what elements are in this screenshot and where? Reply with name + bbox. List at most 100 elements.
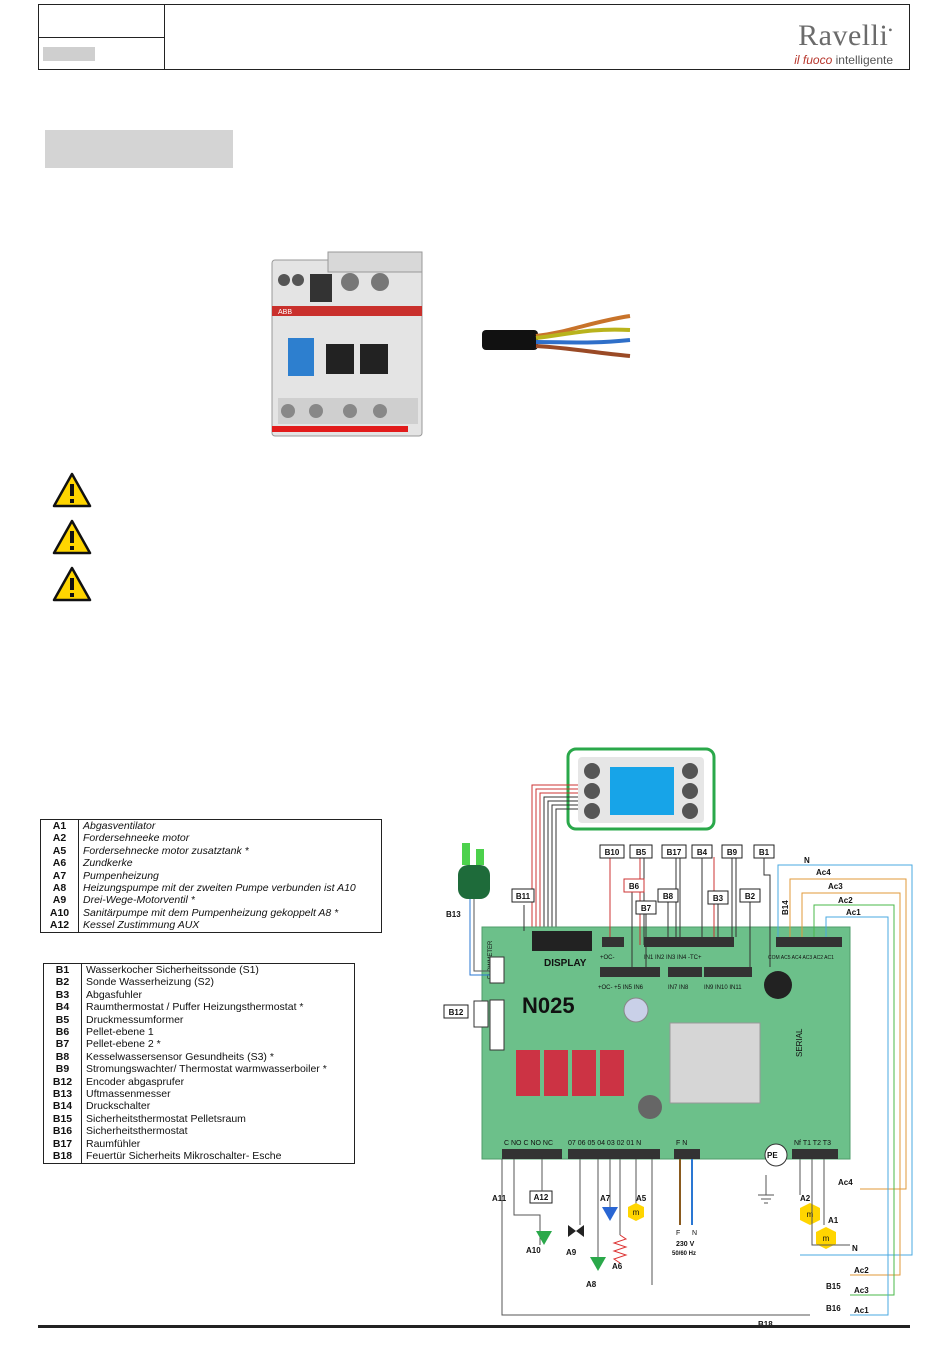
capacitor-2 <box>638 1095 662 1119</box>
code-label: B8 <box>663 892 674 901</box>
legend-code: B16 <box>43 1125 82 1138</box>
terminal-label: +OC- +5 IN5 IN6 <box>598 985 644 991</box>
ac-label: Ac3 <box>828 882 843 891</box>
legend-code: B4 <box>43 1001 82 1014</box>
header-code-box <box>39 5 165 69</box>
transformer <box>669 1022 761 1104</box>
valve-icon <box>568 1225 576 1237</box>
motor-label: m <box>823 1234 830 1243</box>
legend-desc: Heizungspumpe mit der zweiten Pumpe verb… <box>78 882 382 895</box>
legend-code: B14 <box>43 1100 82 1113</box>
warning-icon <box>52 519 92 555</box>
code-label: B14 <box>781 900 790 915</box>
ac-label: Ac3 <box>854 1286 869 1295</box>
breaker-brand: ABB <box>278 309 292 316</box>
code-label: B1 <box>759 848 770 857</box>
power-voltage: 230 V <box>676 1241 695 1248</box>
terminal-label: Nf T1 T2 T3 <box>794 1140 831 1147</box>
code-label: B10 <box>605 848 620 857</box>
motor-label: m <box>633 1208 640 1217</box>
ac-label: Ac1 <box>854 1306 869 1315</box>
motor-label: m <box>807 1210 814 1219</box>
legend-code: A7 <box>40 869 79 883</box>
logo-tagline: intelligente <box>835 53 893 67</box>
section-title-placeholder <box>45 130 233 168</box>
relay <box>600 1050 624 1096</box>
relay <box>544 1050 568 1096</box>
legend-desc: Sicherheitsthermostat Pelletsraum <box>81 1112 355 1126</box>
pump-icon <box>536 1231 552 1245</box>
legend-code: B15 <box>43 1112 82 1126</box>
legend-desc: Wasserkocher Sicherheitssonde (S1) <box>81 963 355 977</box>
legend-code: A2 <box>40 832 79 845</box>
code-label: B6 <box>629 882 640 891</box>
legend-code: B7 <box>43 1038 82 1051</box>
buzzer <box>764 971 792 999</box>
terminal-label: +OC- <box>600 955 615 961</box>
legend-desc: Raumfühler <box>81 1137 355 1151</box>
legend-desc: Zundkerke <box>78 857 382 870</box>
legend-desc: Fordersehnecke motor zusatztank * <box>78 844 382 858</box>
legend-code: A6 <box>40 857 79 870</box>
code-label: A6 <box>612 1262 623 1271</box>
legend-desc: Encoder abgasprufer <box>81 1075 355 1089</box>
legend-code: B3 <box>43 988 82 1002</box>
ac-label: Ac4 <box>816 868 831 877</box>
code-label: B12 <box>449 1008 464 1017</box>
power-n-label: N <box>692 1230 697 1237</box>
legend-desc: Feuertür Sicherheits Mikroschalter- Esch… <box>81 1150 355 1164</box>
capacitor <box>623 997 649 1023</box>
header-box-divider <box>39 37 165 38</box>
pump-icon <box>602 1207 618 1221</box>
legend-code: A12 <box>40 919 79 933</box>
code-label: B4 <box>697 848 708 857</box>
legend-desc: Uftmassenmesser <box>81 1088 355 1101</box>
ac-label: Ac1 <box>846 908 861 917</box>
warning-icon <box>52 472 92 508</box>
terminal-label: C NO C NO NC <box>504 1140 553 1147</box>
legend-code: A5 <box>40 844 79 858</box>
page-header: Ravelli• il fuoco intelligente <box>38 4 910 70</box>
legend-desc: Pellet-ebene 2 * <box>81 1038 355 1051</box>
legend-code: A10 <box>40 906 79 920</box>
ac-label: Ac2 <box>838 896 853 905</box>
code-label: B7 <box>641 904 652 913</box>
legend-desc: Druckmessumformer <box>81 1013 355 1027</box>
legend-code: B18 <box>43 1150 82 1164</box>
code-label: B2 <box>745 892 756 901</box>
code-label: B9 <box>727 848 738 857</box>
display-label: DISPLAY <box>544 958 587 969</box>
legend-desc: Sonde Wasserheizung (S2) <box>81 976 355 989</box>
display-connector <box>532 931 592 951</box>
legend-desc: Stromungswachter/ Thermostat warmwasserb… <box>81 1063 355 1076</box>
code-label: B18 <box>758 1320 773 1329</box>
code-label: A10 <box>526 1246 541 1255</box>
logo-tagline-italic: il fuoco <box>794 53 833 67</box>
header-grey-field <box>43 47 95 61</box>
legend-code: A9 <box>40 894 79 907</box>
display-screen <box>610 767 674 815</box>
legend-desc: Sanitärpumpe mit dem Pumpenheizung gekop… <box>78 906 382 920</box>
power-f-label: F <box>676 1230 680 1237</box>
power-cable-image <box>482 314 631 358</box>
legend-code: B2 <box>43 976 82 989</box>
legend-desc: Drei-Wege-Motorventil * <box>78 894 382 907</box>
ravelli-logo: Ravelli• il fuoco intelligente <box>794 15 893 68</box>
igniter-icon <box>612 1234 628 1264</box>
legend-code: B17 <box>43 1137 82 1151</box>
serial-label: SERIAL <box>795 1028 804 1057</box>
pe-terminal <box>764 1143 788 1167</box>
